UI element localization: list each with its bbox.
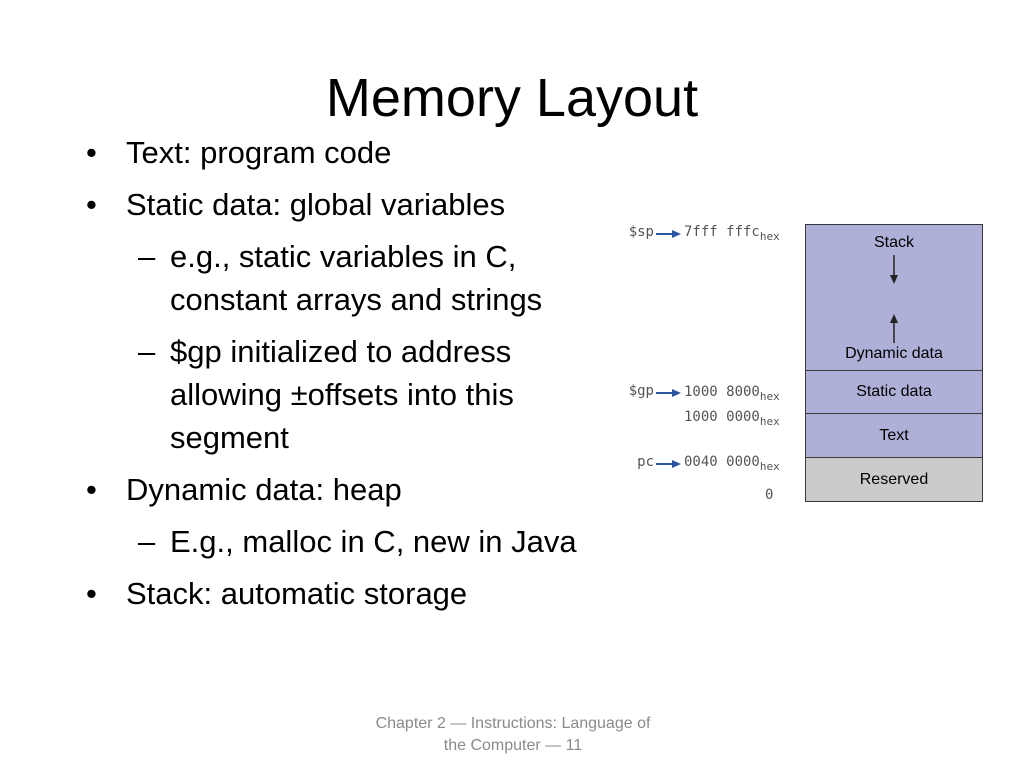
- static-start-address: 1000 0000hex: [684, 409, 780, 428]
- bullet-static-data: • Static data: global variables: [86, 183, 586, 226]
- bullet-marker: •: [86, 135, 97, 170]
- dash-marker: –: [138, 239, 156, 274]
- sub-bullet-gp: – $gp initialized to address allowing ±o…: [86, 330, 586, 459]
- zero-address: 0: [765, 487, 774, 503]
- pc-pointer-arrow-icon: [656, 460, 681, 468]
- bullet-dynamic-data-label: Dynamic data: heap: [126, 472, 402, 507]
- bullet-marker: •: [86, 187, 97, 222]
- sub-bullet-static-examples: – e.g., static variables in C, constant …: [86, 235, 586, 321]
- reserved-segment: Reserved: [805, 457, 983, 502]
- sub-bullet-gp-label: $gp initialized to address allowing ±off…: [170, 334, 514, 455]
- slide-footer: Chapter 2 — Instructions: Language of th…: [348, 713, 678, 757]
- bullet-marker: •: [86, 472, 97, 507]
- gp-register-label: $gp: [628, 383, 654, 399]
- up-arrow-icon: [890, 314, 898, 343]
- stack-and-dynamic-segment: Stack Dynamic data: [805, 224, 983, 371]
- text-segment: Text: [805, 413, 983, 458]
- sub-bullet-heap-examples: – E.g., malloc in C, new in Java: [86, 520, 586, 563]
- down-arrow-icon: [890, 255, 898, 284]
- bullet-dynamic-data: • Dynamic data: heap: [86, 468, 586, 511]
- bullet-stack: • Stack: automatic storage: [86, 572, 586, 615]
- sub-bullet-static-examples-label: e.g., static variables in C, constant ar…: [170, 239, 543, 317]
- text-segment-label: Text: [879, 427, 909, 444]
- dynamic-data-label: Dynamic data: [845, 345, 943, 362]
- bullet-list: • Text: program code • Static data: glob…: [86, 130, 586, 624]
- gp-pointer-arrow-icon: [656, 389, 681, 397]
- stack-label: Stack: [873, 234, 914, 251]
- pc-address: 0040 0000hex: [684, 454, 780, 473]
- sp-register-label: $sp: [628, 224, 654, 240]
- dash-marker: –: [138, 524, 156, 559]
- bullet-text: • Text: program code: [86, 131, 586, 174]
- footer-line-2: the Computer — 11: [443, 737, 583, 754]
- slide-title: Memory Layout: [325, 68, 699, 128]
- reserved-label: Reserved: [859, 471, 929, 488]
- bullet-text-label: Text: program code: [126, 135, 392, 170]
- memory-layout-diagram: Stack Dynamic data Static data Text Rese…: [600, 220, 1000, 510]
- pc-register-label: pc: [637, 454, 654, 470]
- bullet-marker: •: [86, 576, 97, 611]
- static-data-segment: Static data: [805, 370, 983, 414]
- sp-pointer-arrow-icon: [656, 230, 681, 238]
- gp-address: 1000 8000hex: [684, 384, 780, 403]
- sub-bullet-heap-examples-label: E.g., malloc in C, new in Java: [170, 524, 577, 559]
- static-data-label: Static data: [856, 383, 932, 400]
- bullet-stack-label: Stack: automatic storage: [126, 576, 468, 611]
- footer-line-1: Chapter 2 — Instructions: Language of: [375, 715, 651, 732]
- sp-address: 7fff fffchex: [684, 224, 780, 243]
- bullet-static-data-label: Static data: global variables: [126, 187, 506, 222]
- dash-marker: –: [138, 334, 156, 369]
